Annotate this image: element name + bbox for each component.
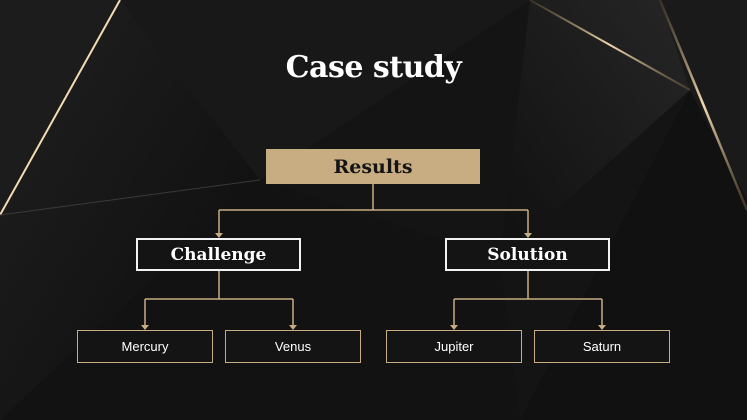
node-challenge: Challenge xyxy=(136,238,301,271)
leaf-node-saturn: Saturn xyxy=(534,330,670,363)
page-title: Case study xyxy=(285,50,462,85)
leaf-node-venus: Venus xyxy=(225,330,361,363)
root-node-results: Results xyxy=(266,149,480,184)
leaf-node-jupiter: Jupiter xyxy=(386,330,522,363)
leaf-node-mercury: Mercury xyxy=(77,330,213,363)
node-solution: Solution xyxy=(445,238,610,271)
